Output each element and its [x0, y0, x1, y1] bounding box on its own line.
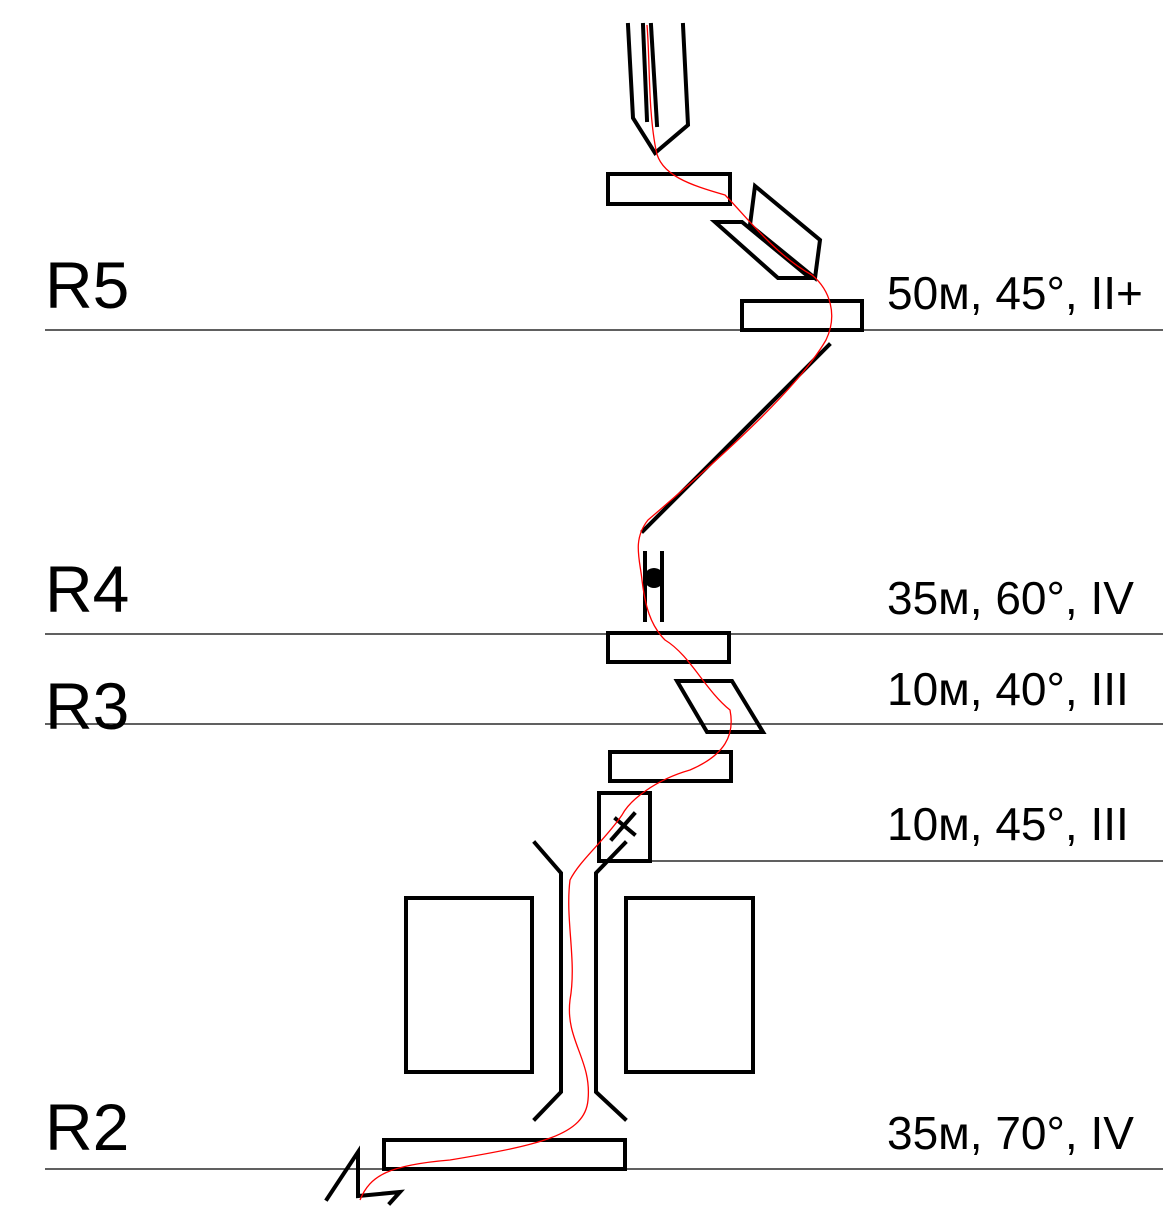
section-label-r2: R2	[45, 1090, 129, 1164]
ledge-r4	[606, 631, 731, 664]
section-label-r3: R3	[45, 669, 129, 743]
diagonal-crack	[640, 342, 832, 534]
route-line	[359, 24, 833, 1201]
dihedral-top	[625, 22, 691, 157]
block-left	[404, 896, 534, 1074]
section-lines	[45, 329, 1163, 1170]
section-info-r2: 35м, 70°, IV	[887, 1107, 1134, 1159]
chimney-wall-right	[594, 840, 628, 1122]
section-labels: R5 R4 R3 R2	[45, 248, 129, 1164]
ledge-r3	[608, 750, 733, 783]
slab-lower	[709, 220, 816, 280]
section-info-r4: 35м, 60°, IV	[887, 572, 1134, 624]
section-info-r3: 10м, 40°, III	[887, 663, 1129, 715]
section-info-r3b: 10м, 45°, III	[887, 798, 1129, 850]
block-r3	[673, 679, 767, 734]
chimney-wall-left	[532, 840, 563, 1122]
section-info-r5: 50м, 45°, II+	[887, 267, 1143, 319]
section-label-r4: R4	[45, 552, 129, 626]
terrain-features	[324, 22, 864, 1206]
section-label-r5: R5	[45, 248, 129, 322]
piton-box-icon	[597, 791, 652, 863]
ledge-top	[606, 172, 732, 206]
block-right	[624, 896, 755, 1074]
ledge-r2	[382, 1138, 627, 1171]
bolt-station-icon	[643, 551, 664, 622]
section-infos: 50м, 45°, II+ 35м, 60°, IV 10м, 40°, III…	[887, 267, 1143, 1159]
bottom-arrow-icon	[324, 1145, 405, 1206]
ledge-r5	[740, 299, 864, 332]
